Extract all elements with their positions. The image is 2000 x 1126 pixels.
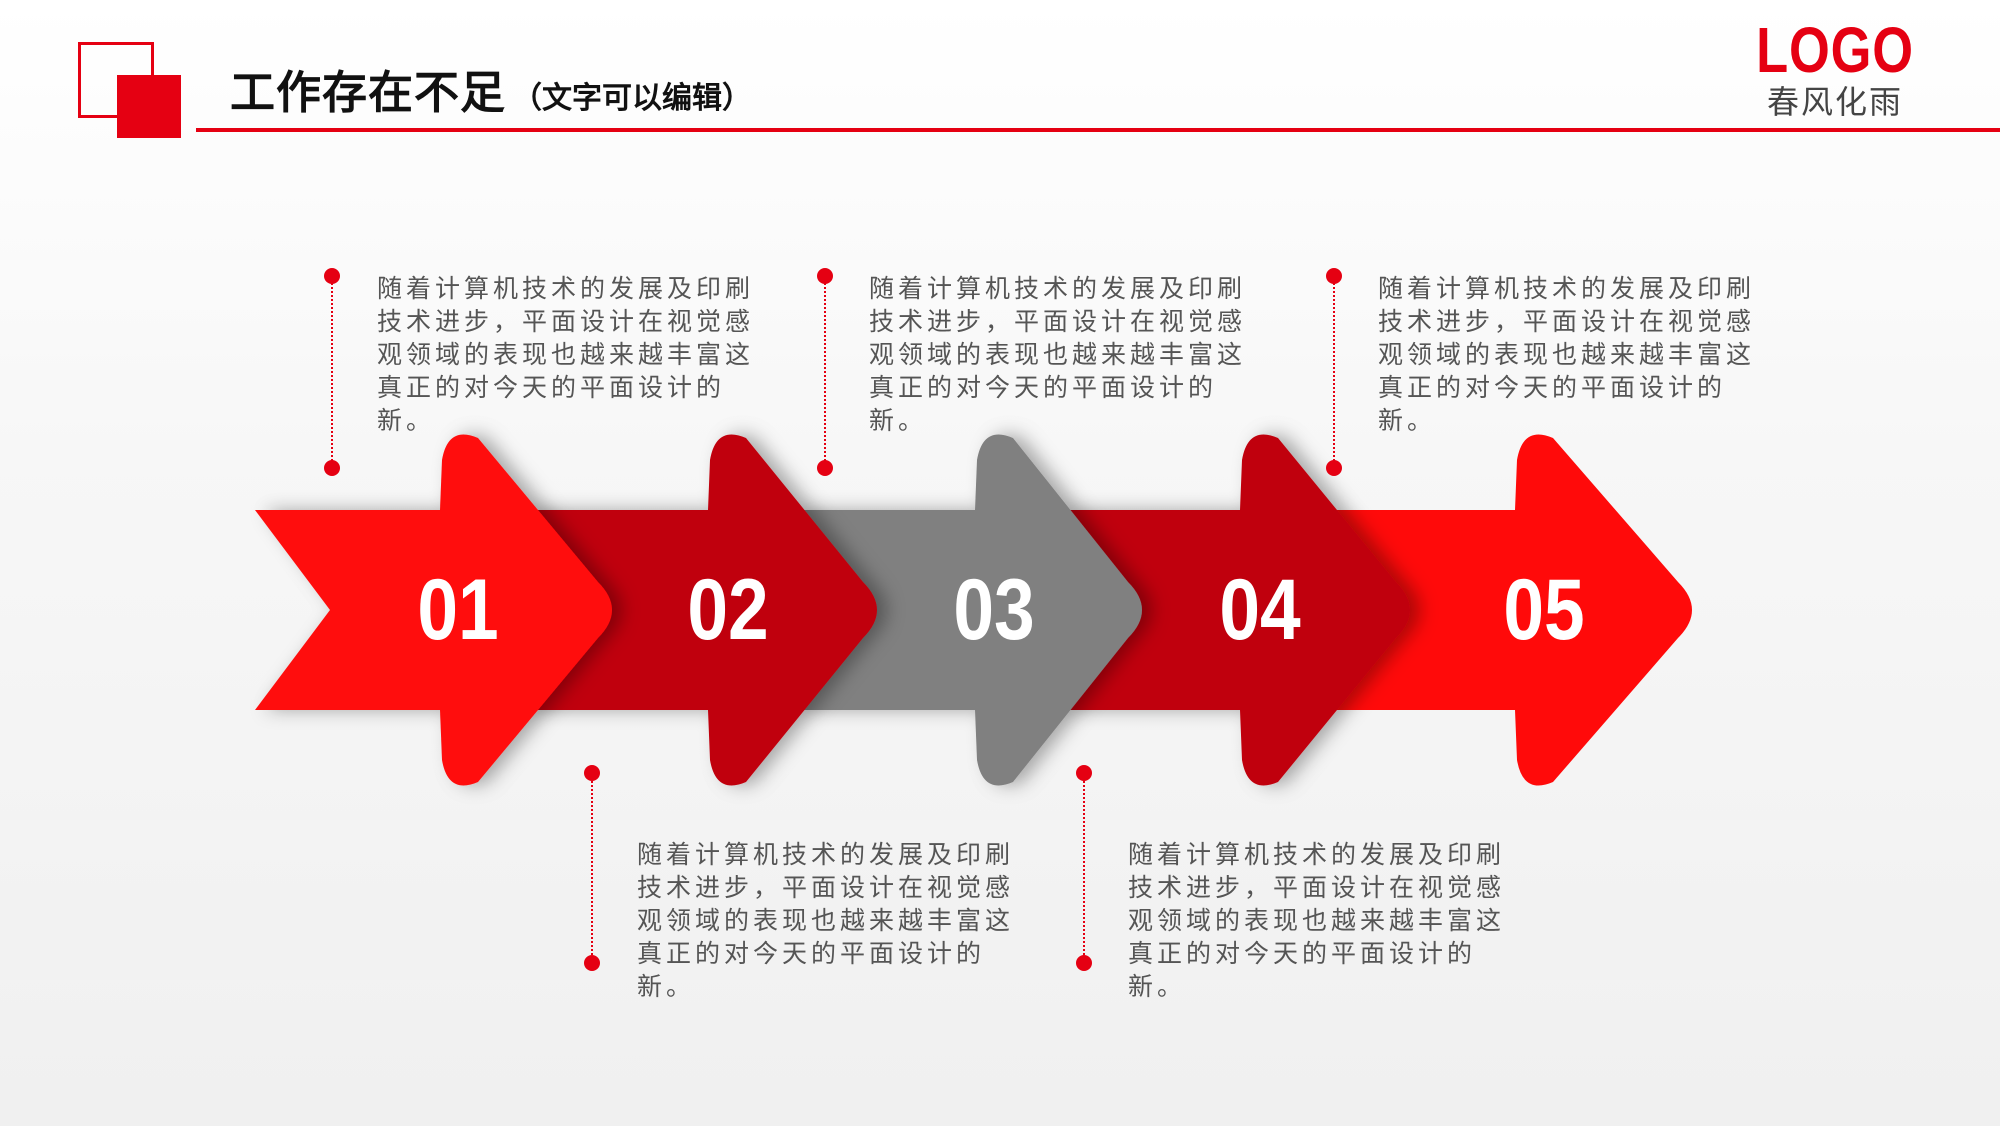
callout-line-03 [824, 276, 826, 468]
callout-line-05 [1333, 276, 1335, 468]
step-description-02: 随着计算机技术的发展及印刷技术进步，平面设计在视觉感观领域的表现也越来越丰富这真… [637, 840, 1015, 1001]
step-description-05: 随着计算机技术的发展及印刷技术进步，平面设计在视觉感观领域的表现也越来越丰富这真… [1378, 274, 1756, 435]
title-subtitle: （文字可以编辑） [512, 81, 753, 116]
corner-square-fill [117, 75, 181, 138]
callout-line-04 [1083, 773, 1085, 963]
callout-line-02 [591, 773, 593, 963]
step-description-01: 随着计算机技术的发展及印刷技术进步，平面设计在视觉感观领域的表现也越来越丰富这真… [377, 274, 755, 435]
arrow-shape-03 [790, 434, 1142, 786]
title-main: 工作存在不足 [230, 66, 507, 119]
callout-dot-03-bottom [817, 460, 833, 476]
callout-dot-04-bottom [1076, 955, 1092, 971]
step-description-03: 随着计算机技术的发展及印刷技术进步，平面设计在视觉感观领域的表现也越来越丰富这真… [869, 274, 1247, 435]
callout-dot-05-bottom [1326, 460, 1342, 476]
page-title: 工作存在不足（文字可以编辑） [230, 56, 752, 121]
step-number-02: 02 [687, 562, 769, 658]
step-number-01: 01 [417, 562, 499, 658]
step-description-04: 随着计算机技术的发展及印刷技术进步，平面设计在视觉感观领域的表现也越来越丰富这真… [1128, 840, 1506, 1001]
arrow-shape-02 [520, 434, 877, 786]
arrow-shape-04 [1058, 434, 1410, 786]
logo: LOGO 春风化雨 [1730, 18, 1940, 122]
header-divider [196, 128, 2000, 132]
logo-mark: LOGO [1756, 14, 1914, 86]
callout-dot-01-bottom [324, 460, 340, 476]
arrow-shape-01 [255, 434, 612, 786]
callout-line-01 [331, 276, 333, 468]
step-number-03: 03 [953, 562, 1035, 658]
arrow-shape-05 [1325, 434, 1692, 786]
logo-name: 春风化雨 [1766, 83, 1903, 121]
step-number-05: 05 [1503, 562, 1585, 658]
step-number-04: 04 [1219, 562, 1301, 658]
callout-dot-02-bottom [584, 955, 600, 971]
